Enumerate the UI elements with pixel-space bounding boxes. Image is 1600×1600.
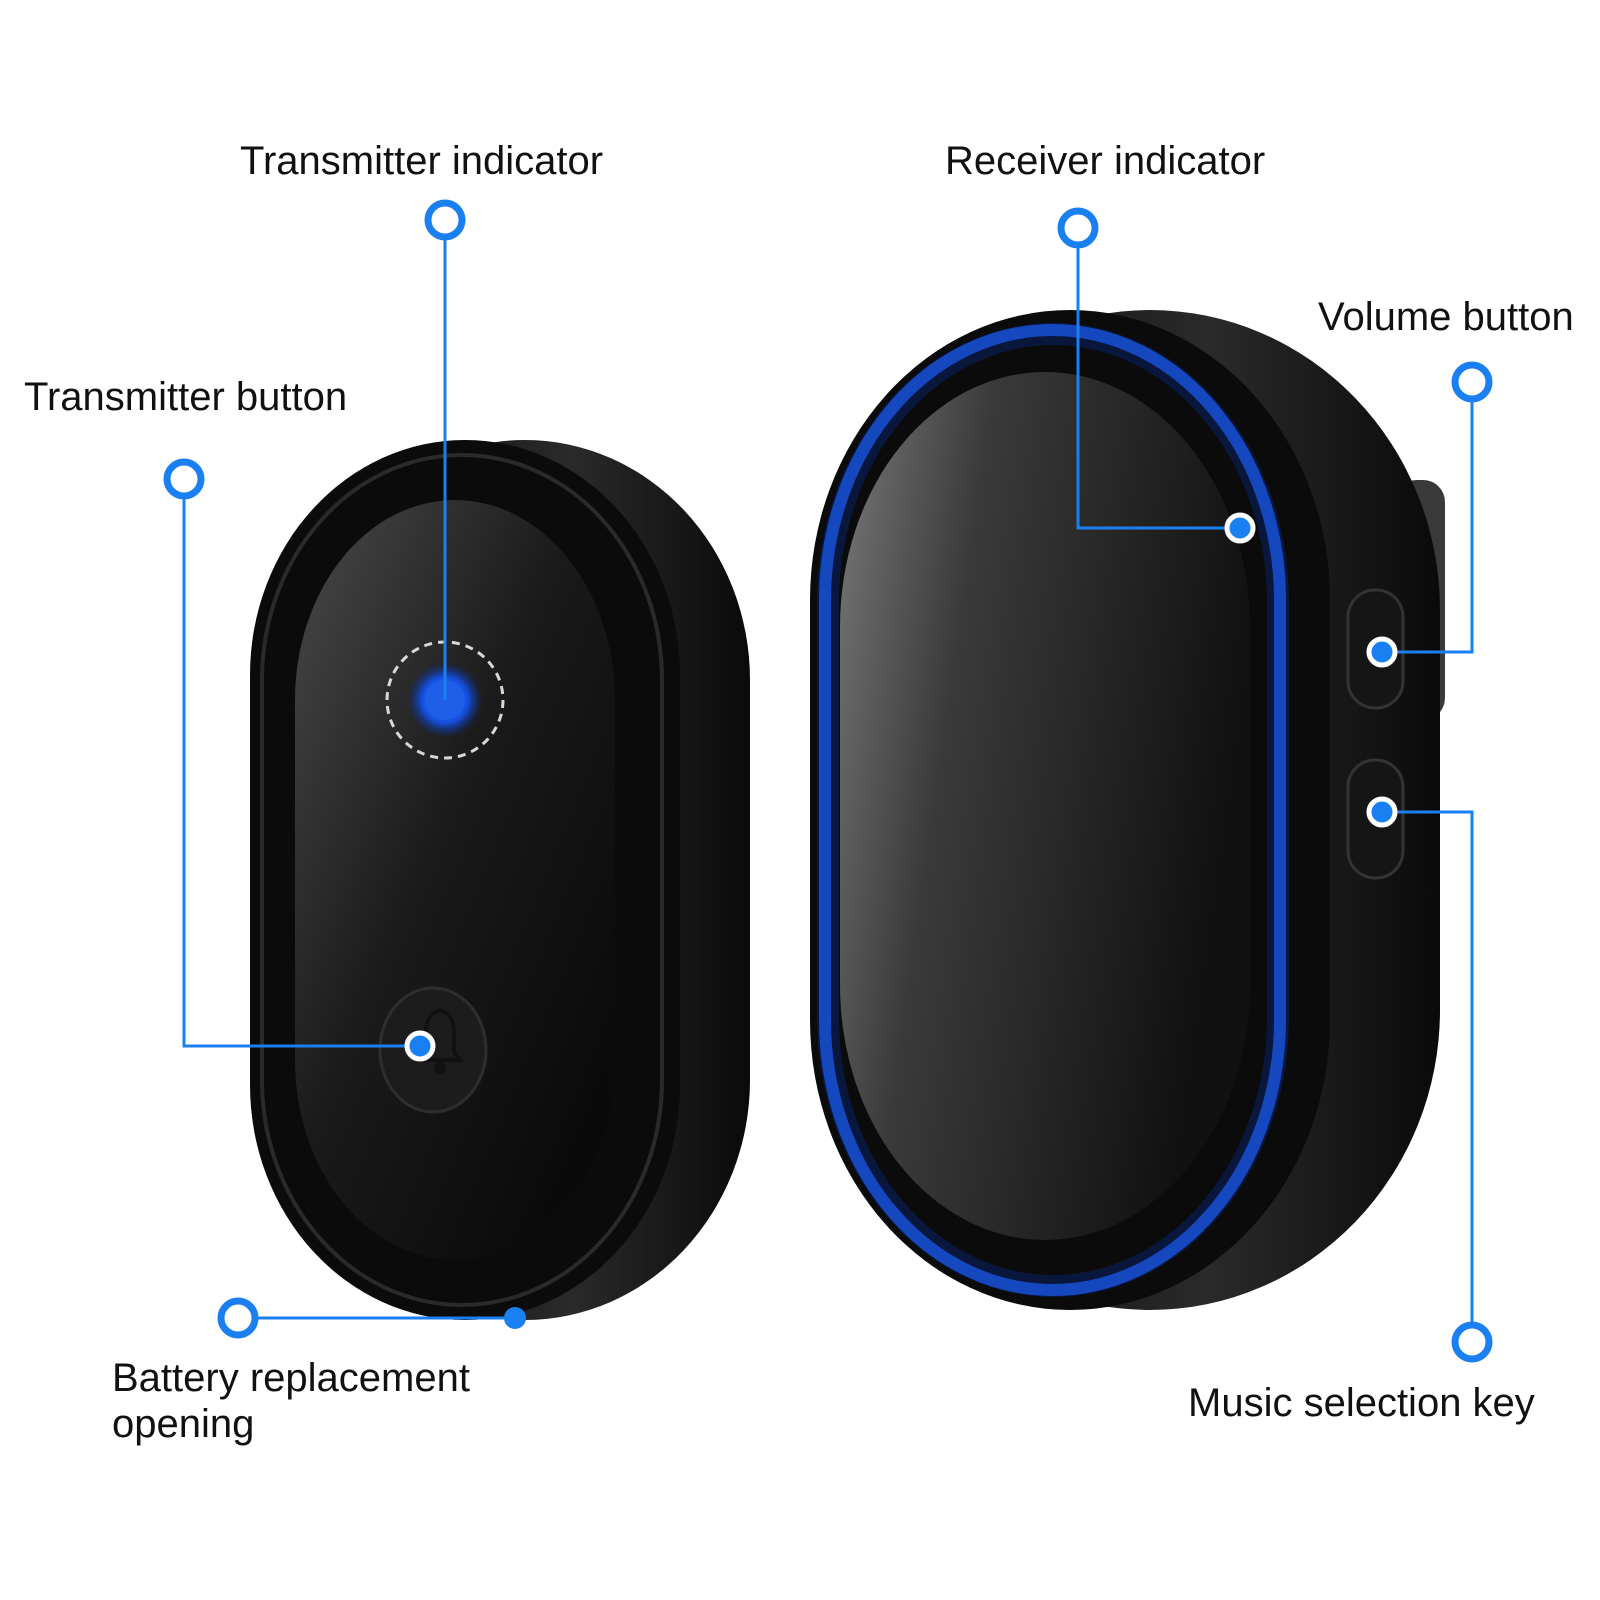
ring-marker-icon: [163, 458, 205, 500]
transmitter-face: [295, 500, 615, 1260]
transmitter-indicator-label: Transmitter indicator: [240, 139, 604, 183]
music-selection-key-label: Music selection key: [1188, 1381, 1535, 1425]
transmitter-button-dot: [404, 1030, 436, 1062]
receiver-indicator-line: [1076, 228, 1240, 530]
ring-marker-icon: [1451, 1321, 1493, 1363]
battery-opening-label-line2: opening: [112, 1402, 255, 1446]
bell-icon: [416, 1007, 464, 1074]
battery-opening-dot: [504, 1307, 526, 1329]
receiver-light-ring: [819, 324, 1286, 1296]
music-selection-line: [1382, 810, 1474, 1342]
ring-markers: [163, 199, 1493, 1363]
transmitter-button-label: Transmitter button: [24, 375, 348, 419]
receiver-device: [810, 310, 1445, 1310]
ring-marker-icon: [217, 1297, 259, 1339]
volume-button-line: [1382, 382, 1474, 654]
ring-marker-icon: [1057, 207, 1099, 249]
receiver-face: [840, 372, 1250, 1240]
transmitter-rim: [260, 453, 664, 1307]
receiver-indicator-label: Receiver indicator: [945, 139, 1266, 183]
volume-button-dot: [1366, 636, 1398, 668]
battery-opening-label-line1: Battery replacement: [112, 1356, 470, 1400]
transmitter-device: [250, 440, 750, 1320]
volume-button-label: Volume button: [1318, 295, 1574, 339]
ring-marker-icon: [424, 199, 466, 241]
receiver-light-glow: [817, 323, 1289, 1297]
receiver-indicator-dot: [1224, 512, 1256, 544]
point-markers: [404, 512, 1398, 1329]
transmitter-button-line: [182, 479, 420, 1048]
music-selection-dot: [1366, 796, 1398, 828]
callout-lines: [182, 220, 1474, 1342]
ring-marker-icon: [1451, 361, 1493, 403]
